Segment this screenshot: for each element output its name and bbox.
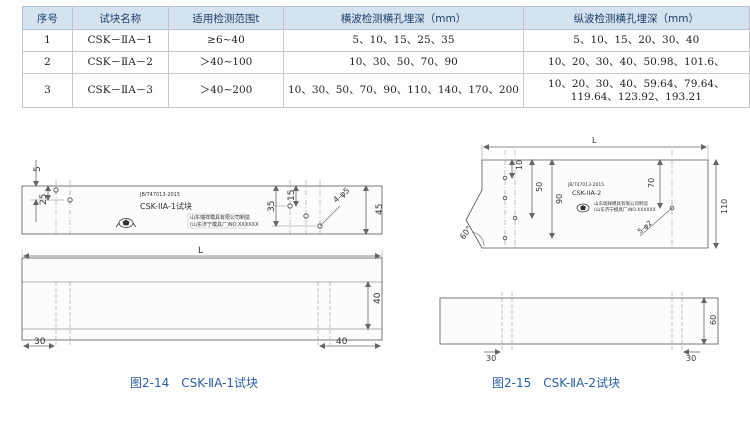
fig1-hole	[303, 213, 309, 219]
fig1-maker-line2: (山东济宁模具厂)NO.XXXXXX	[190, 221, 259, 228]
table-row: 1 CSK－ⅡA－1 ≥6~40 5、10、15、25、35 5、10、15、2…	[22, 29, 750, 52]
cell-shear-depth: 5、10、15、25、35	[283, 29, 524, 52]
header-longitudinal-wave-depth: 纵波检测横孔埋深（mm）	[522, 6, 750, 30]
fig1-dim-35: 35	[267, 201, 277, 212]
table-header-row: 序号 试块名称 适用检测范围t 横波检测横孔埋深（mm） 纵波检测横孔埋深（mm…	[22, 6, 750, 30]
fig1-dim-30: 30	[34, 337, 46, 347]
detection-range-table: 序号 试块名称 适用检测范围t 横波检测横孔埋深（mm） 纵波检测横孔埋深（mm…	[22, 6, 750, 108]
cell-range: ＞40~100	[167, 51, 285, 74]
fig1-hole	[53, 187, 59, 193]
fig2-front-view-block	[465, 159, 709, 249]
fig2-dim-30-left: 30	[486, 354, 496, 363]
fig2-hole	[512, 215, 518, 221]
cell-index: 2	[22, 51, 73, 74]
fig1-dim-40-bottom: 40	[336, 337, 348, 347]
cell-shear-depth: 10、30、50、70、90、110、140、170、200	[283, 73, 524, 108]
fig2-dim-110: 110	[720, 199, 729, 214]
fig1-caption: 图2-14 CSK-ⅡA-1试块	[130, 376, 258, 390]
fig2-drawing	[439, 144, 719, 355]
fig2-dim-60: 60	[709, 315, 718, 325]
fig1-maker-line1: 山东瑞祥模具有限公司制造	[190, 214, 250, 221]
cell-block-name: CSK－ⅡA－2	[71, 51, 169, 74]
cell-longitudinal-depth: 10、20、30、40、50.98、101.6、	[522, 51, 750, 74]
fig2-hole	[502, 235, 508, 241]
cell-longitudinal-depth: 10、20、30、40、59.64、79.64、119.64、123.92、19…	[522, 73, 750, 108]
fig1-top-view-block	[21, 257, 383, 341]
fig2-block-standard: JB/T47013-2015	[567, 182, 604, 188]
fig1-hole	[287, 203, 293, 209]
fig1-logo-emblem	[115, 218, 137, 228]
fig1-drawing	[21, 160, 383, 349]
fig1-dim-L: L	[198, 246, 203, 256]
header-shear-wave-depth: 横波检测横孔埋深（mm）	[283, 6, 524, 30]
fig2-dim-50: 50	[535, 182, 544, 192]
fig1-hole	[67, 197, 73, 203]
fig2-logo-emblem	[576, 203, 590, 213]
fig1-block-standard: JB/T47013-2015	[139, 192, 180, 198]
cell-block-name: CSK－ⅡA－1	[71, 29, 169, 52]
fig2-dim-90: 90	[555, 194, 564, 204]
fig2-caption: 图2-15 CSK-ⅡA-2试块	[492, 376, 620, 390]
fig1-dim-45: 45	[375, 204, 385, 215]
fig2-maker-line2: (山东济宁模具厂)NO.XXXXXX	[594, 206, 656, 213]
fig2-hole	[669, 205, 675, 211]
table-row: 2 CSK－ⅡA－2 ＞40~100 10、30、50、70、90 10、20、…	[22, 51, 750, 74]
header-index: 序号	[22, 6, 73, 30]
fig1-hole	[317, 223, 323, 229]
fig2-dim-10: 10	[515, 160, 524, 170]
fig2-hole	[502, 175, 508, 181]
fig1-dim-25: 25	[39, 194, 49, 205]
fig1-dim-5: 5	[33, 166, 43, 172]
cell-block-name: CSK－ⅡA－3	[71, 73, 169, 108]
fig2-hole	[502, 195, 508, 201]
header-range: 适用检测范围t	[167, 6, 285, 30]
fig1-dim-40-height: 40	[373, 292, 383, 304]
fig2-maker-line1: 山东瑞祥模具有限公司制造	[594, 200, 648, 207]
fig1-block-name: CSK-IIA-1试块	[140, 201, 192, 211]
cell-index: 3	[22, 73, 73, 108]
fig2-top-view-block	[439, 297, 719, 345]
fig2-block-name: CSK-IIA-2	[572, 189, 601, 197]
fig2-dim-30-right: 30	[686, 354, 696, 363]
fig2-dim-70: 70	[647, 178, 656, 188]
fig1-dim-15: 15	[287, 190, 297, 201]
table-row: 3 CSK－ⅡA－3 ＞40~200 10、30、50、70、90、110、14…	[22, 73, 750, 108]
fig2-dim-L: L	[592, 136, 597, 145]
